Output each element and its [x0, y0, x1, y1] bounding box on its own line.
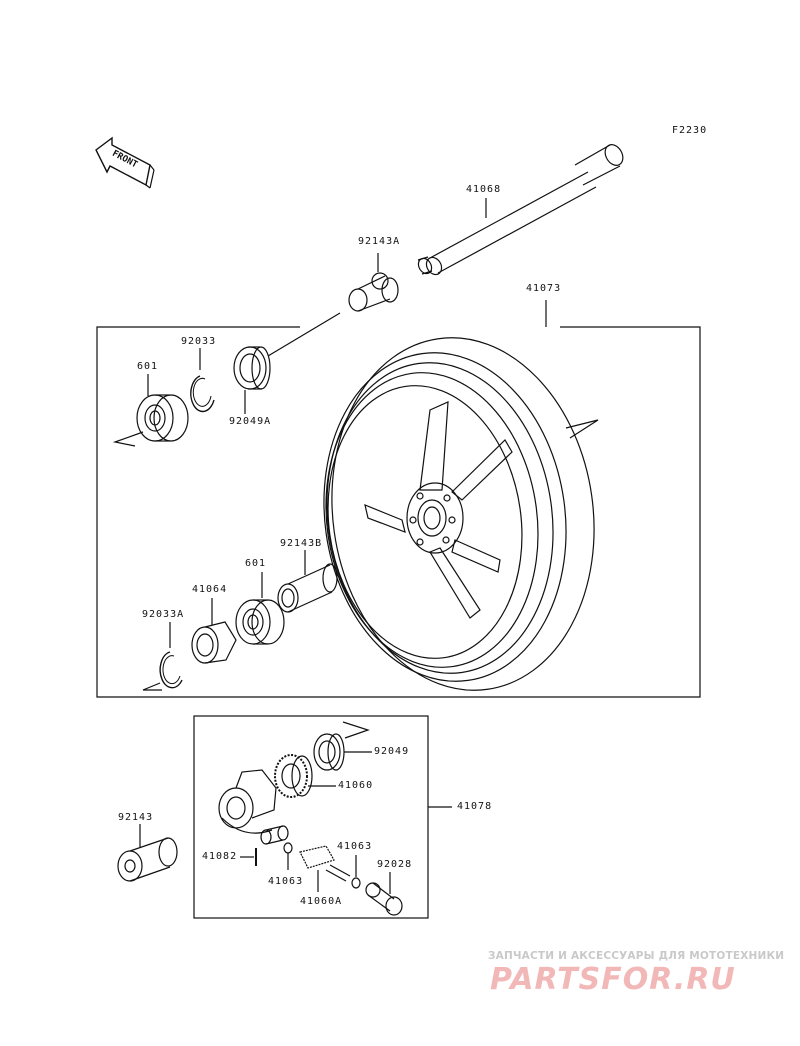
callout-92028: 92028 [377, 859, 413, 870]
circlip-92033A [142, 622, 183, 691]
figure-code: F2230 [672, 125, 708, 136]
callout-41060A: 41060A [300, 896, 343, 907]
callout-41060: 41060 [338, 780, 374, 791]
callout-92049: 92049 [374, 746, 410, 757]
watermark-logo: PARTSFOR.RU [490, 962, 736, 997]
front-arrow-icon: FRONT [95, 136, 155, 189]
wheel-box-41073 [96, 300, 701, 698]
circlip-92033 [190, 348, 215, 413]
callout-41063-right: 41063 [337, 841, 373, 852]
callout-601-lower: 601 [245, 558, 267, 569]
callout-92033: 92033 [181, 336, 217, 347]
gear-41060 [274, 754, 336, 798]
callout-41063-left: 41063 [268, 876, 304, 887]
seal-92049A [233, 346, 271, 414]
washer-41063-left [283, 842, 293, 870]
callout-92033A: 92033A [142, 609, 185, 620]
axis-line-upper [267, 312, 341, 357]
spacer-92143A [348, 253, 399, 312]
washer-41063-right [351, 855, 361, 889]
axle-41068 [417, 144, 624, 276]
callout-41068: 41068 [466, 184, 502, 195]
callout-41073: 41073 [526, 283, 562, 294]
bushing-92028 [365, 872, 403, 916]
callout-92143A: 92143A [358, 236, 401, 247]
spacer-92143B [277, 550, 338, 613]
callout-41064: 41064 [192, 584, 228, 595]
wheel-rim [323, 337, 599, 691]
seal-92049 [313, 721, 372, 771]
gear-housing [218, 769, 277, 834]
bearing-601-lower [235, 572, 285, 645]
bearing-601-upper [112, 374, 189, 447]
gear-drive-41064 [191, 598, 237, 664]
meter-gear-box-41078 [193, 715, 452, 919]
callout-92143B: 92143B [280, 538, 323, 549]
bushing [260, 825, 289, 845]
watermark-tagline: ЗАПЧАСТИ И АКСЕССУАРЫ ДЛЯ МОТОТЕХНИКИ [488, 950, 785, 962]
callout-92143: 92143 [118, 812, 154, 823]
pinion-41060A [299, 845, 351, 892]
callout-41082: 41082 [202, 851, 238, 862]
callout-92049A: 92049A [229, 416, 272, 427]
pin-41082 [240, 848, 257, 866]
sleeve-92143 [117, 824, 178, 882]
callout-41078: 41078 [457, 801, 493, 812]
callout-601-upper: 601 [137, 361, 159, 372]
